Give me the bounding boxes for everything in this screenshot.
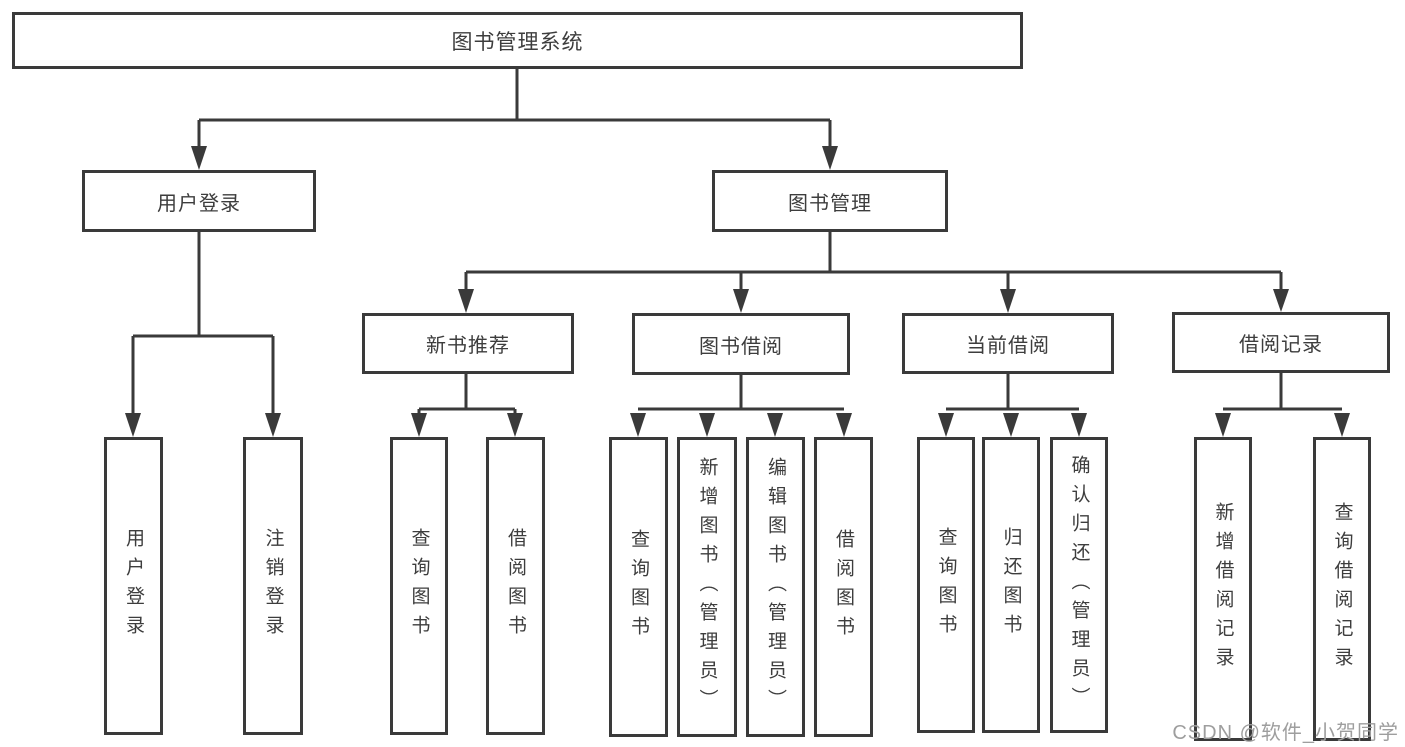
leaf-query-books-borrow: 查询图书 bbox=[609, 437, 668, 737]
leaf-borrow-books-new: 借阅图书 bbox=[486, 437, 545, 735]
leaf-query-books-new: 查询图书 bbox=[390, 437, 448, 735]
node-label: 借阅图书 bbox=[505, 528, 526, 644]
connector-book-borrow-children bbox=[630, 375, 852, 437]
node-current-borrow: 当前借阅 bbox=[902, 313, 1114, 374]
leaf-borrow-books: 借阅图书 bbox=[814, 437, 873, 737]
node-label: 图书管理系统 bbox=[451, 30, 584, 54]
connector-root-to-level2 bbox=[191, 69, 838, 170]
node-label: 查询借阅记录 bbox=[1331, 502, 1353, 676]
node-label: 注销登录 bbox=[262, 528, 284, 644]
node-borrow-records: 借阅记录 bbox=[1172, 312, 1390, 373]
node-label: 新增图书（管理员） bbox=[696, 456, 718, 718]
node-label: 归还图书 bbox=[1000, 527, 1022, 643]
leaf-add-borrow-record: 新增借阅记录 bbox=[1194, 437, 1252, 741]
node-label: 查询图书 bbox=[935, 527, 957, 643]
node-label: 确认归还（管理员） bbox=[1068, 454, 1090, 716]
leaf-add-book-admin: 新增图书（管理员） bbox=[677, 437, 737, 737]
node-book-borrow: 图书借阅 bbox=[632, 313, 850, 375]
connector-user-login-children bbox=[125, 232, 281, 437]
node-label: 新增借阅记录 bbox=[1212, 502, 1234, 676]
node-label: 新书推荐 bbox=[426, 335, 510, 357]
node-label: 用户登录 bbox=[157, 192, 241, 215]
connector-new-book-children bbox=[411, 374, 523, 437]
node-label: 查询图书 bbox=[408, 528, 430, 644]
connector-book-mgmt-children bbox=[458, 232, 1289, 313]
node-book-management: 图书管理 bbox=[712, 170, 948, 232]
node-label: 编辑图书（管理员） bbox=[765, 456, 786, 718]
node-label: 查询图书 bbox=[628, 529, 649, 645]
leaf-query-borrow-record: 查询借阅记录 bbox=[1313, 437, 1371, 741]
leaf-confirm-return-admin: 确认归还（管理员） bbox=[1050, 437, 1108, 733]
node-label: 用户登录 bbox=[123, 528, 144, 644]
node-library-management-system: 图书管理系统 bbox=[12, 12, 1023, 69]
node-new-book-recommend: 新书推荐 bbox=[362, 313, 574, 374]
node-user-login: 用户登录 bbox=[82, 170, 316, 232]
leaf-return-books: 归还图书 bbox=[982, 437, 1040, 733]
connector-borrow-records-children bbox=[1215, 373, 1350, 437]
node-label: 图书管理 bbox=[788, 192, 872, 215]
leaf-user-login: 用户登录 bbox=[104, 437, 163, 735]
leaf-query-books-current: 查询图书 bbox=[917, 437, 975, 733]
connector-current-borrow-children bbox=[938, 374, 1087, 437]
leaf-logout: 注销登录 bbox=[243, 437, 303, 735]
node-label: 借阅图书 bbox=[833, 529, 854, 645]
node-label: 当前借阅 bbox=[966, 335, 1050, 357]
node-label: 借阅记录 bbox=[1239, 334, 1323, 356]
leaf-edit-book-admin: 编辑图书（管理员） bbox=[746, 437, 805, 737]
node-label: 图书借阅 bbox=[699, 335, 783, 358]
csdn-watermark: CSDN @软件_小贺同学 bbox=[1172, 722, 1399, 744]
